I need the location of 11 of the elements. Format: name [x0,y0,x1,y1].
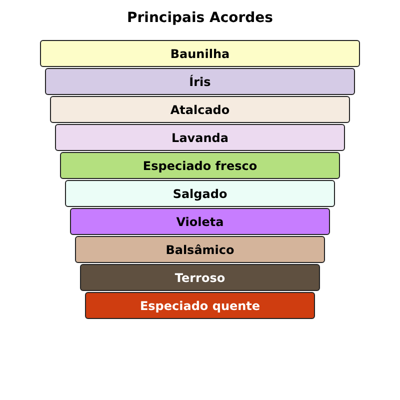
accord-bar: Baunilha [40,40,360,67]
accord-bar: Balsâmico [75,236,325,263]
accord-bar: Íris [45,68,355,95]
accord-bar: Violeta [70,208,330,235]
chart-title: Principais Acordes [126,10,274,26]
accord-bar: Especiado fresco [60,152,340,179]
accord-bar: Terroso [80,264,320,291]
accord-bar: Lavanda [55,124,345,151]
accord-bar: Salgado [65,180,335,207]
accord-bar: Atalcado [50,96,350,123]
accord-bar: Especiado quente [85,292,315,319]
